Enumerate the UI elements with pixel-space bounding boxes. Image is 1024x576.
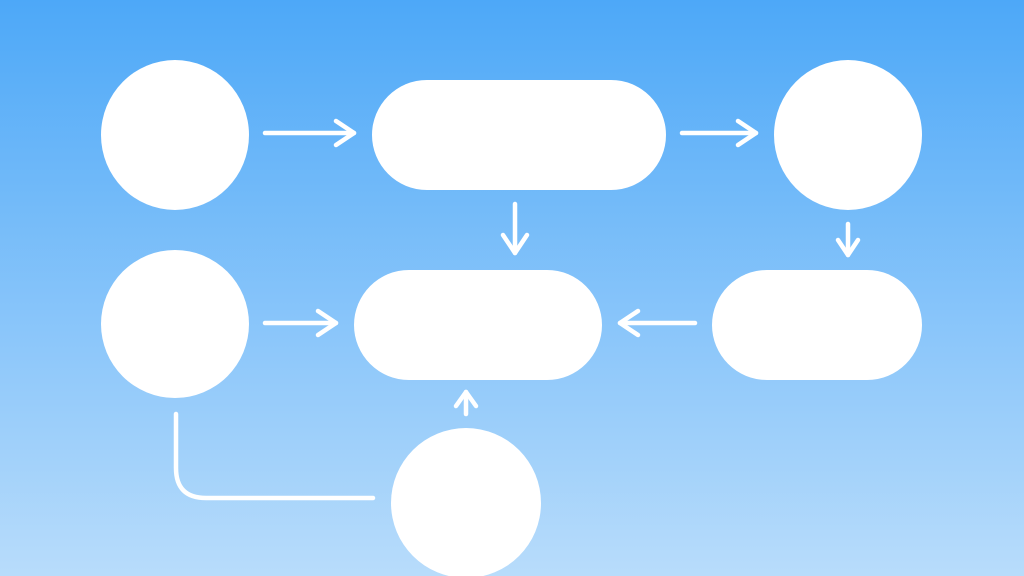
arrowhead-n2-to-n3 — [735, 118, 759, 148]
node-pill-center[interactable] — [354, 270, 602, 380]
node-pill-middle-right[interactable] — [712, 270, 922, 380]
node-pill-top-center[interactable] — [372, 80, 666, 190]
node-circle-top-left[interactable] — [101, 60, 249, 210]
node-circle-bottom[interactable] — [391, 428, 541, 576]
arrowhead-n4-to-n5 — [315, 308, 339, 338]
node-circle-top-right[interactable] — [774, 60, 922, 210]
arrowhead-n1-to-n2 — [333, 118, 357, 148]
node-circle-middle-left[interactable] — [101, 250, 249, 398]
arrowhead-n6-to-n5 — [617, 308, 641, 338]
arrowhead-n7-to-n5 — [453, 389, 479, 409]
arrowhead-n3-to-n6 — [835, 237, 861, 258]
arrowhead-n2-to-n5 — [500, 232, 530, 256]
elbow-connector-n4-to-n7 — [173, 411, 376, 501]
